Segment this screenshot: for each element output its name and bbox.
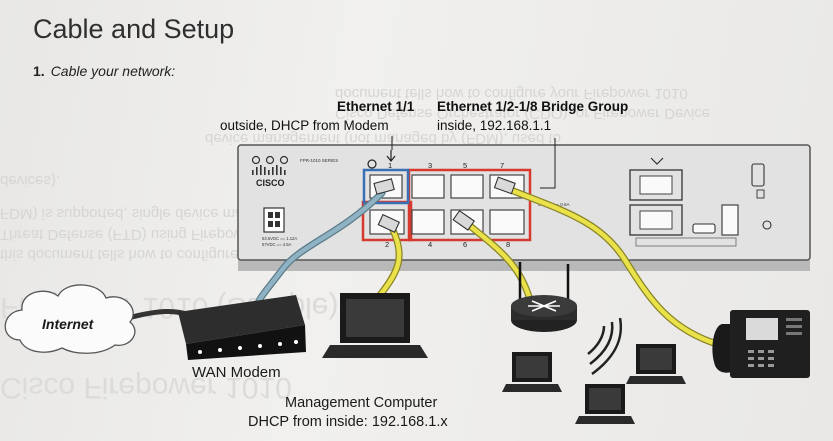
eth11-callout-title: Ethernet 1/1 [337,99,415,114]
port-label-2: 2 [385,240,389,249]
port-3[interactable] [411,174,445,199]
rj45-plug-icon [452,209,476,231]
page-title: Cable and Setup [33,14,235,44]
port-5[interactable] [450,174,484,199]
port-label-8: 8 [506,240,510,249]
power-rating-1: 53.5VDC == 1.12A [262,236,297,241]
rj45-plug-icon [377,213,401,233]
usb-port[interactable] [692,223,716,234]
port-label-7: 7 [500,161,504,170]
wireless-laptop-icon [502,352,562,392]
management-laptop-icon [322,293,428,358]
rear-right-ports [629,157,772,247]
port-label-4: 4 [428,240,432,249]
brand-label: CISCO [256,178,285,188]
bridge-group-frame [407,168,532,242]
status-leds [251,155,289,165]
port-label-6: 6 [463,240,467,249]
port-8[interactable] [489,209,525,235]
ground-icon [367,159,377,169]
cisco-logo-icon [252,165,286,175]
step-instruction: 1. Cable your network: [33,63,175,79]
step-number: 1. [33,63,45,79]
internet-label: Internet [42,316,94,332]
reset-slot[interactable] [751,163,765,187]
wan-modem-icon [178,295,306,360]
step-text: Cable your network: [50,63,176,79]
callout-line-bridge [540,138,556,189]
reset-button[interactable] [762,220,772,230]
power-rating-2: 57VDC == 4.5A [262,242,292,247]
port-label-3: 3 [428,161,432,170]
eth11-callout-desc: outside, DHCP from Modem [220,118,389,133]
wireless-laptop-icon [575,384,635,424]
ethernet-ports [369,174,525,235]
port-indicator-arrow-icon [386,150,396,162]
router-icon [511,262,577,332]
mgmt-computer-dhcp-label: DHCP from inside: 192.168.1.x [248,414,448,430]
rj45-plug-icon [493,176,516,195]
cable-mgmt [377,225,402,298]
lock-icon [756,189,765,199]
internet-cloud-icon [4,284,136,354]
model-label: FPR-1010 SERIES [300,158,338,163]
bridge-callout-title: Ethernet 1/2-1/8 Bridge Group [437,99,629,114]
cable-outside [255,190,385,307]
port-label-5: 5 [463,161,467,170]
rj45-plug-icon [373,178,395,195]
outside-port-frame [362,168,410,205]
wireless-signal-icon [587,317,623,376]
wan-modem-label: WAN Modem [192,364,281,381]
port-label-1: 1 [388,161,392,170]
bridge-callout-desc: inside, 192.168.1.1 [437,118,552,133]
mgmt-computer-label: Management Computer [285,395,438,411]
ip-phone-icon [712,310,810,378]
wireless-laptop-icon [626,344,686,384]
port-4[interactable] [411,209,445,235]
cable-router [462,219,533,303]
cable-phone [503,185,723,348]
power-connector [263,207,285,233]
